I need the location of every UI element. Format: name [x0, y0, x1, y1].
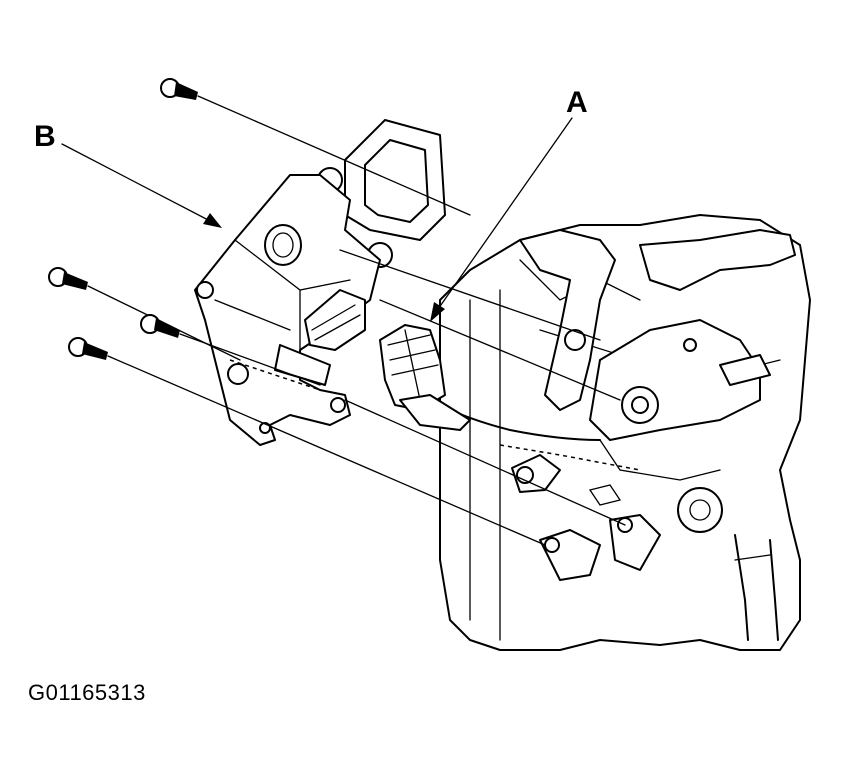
- callout-b: B: [34, 120, 222, 228]
- figure-code: G01165313: [28, 680, 146, 705]
- label-b: B: [34, 120, 56, 153]
- screw-left-3: [68, 337, 546, 546]
- seal-gasket: [317, 119, 446, 268]
- alignment-line-lower: [344, 399, 626, 526]
- vehicle-structure: [439, 214, 811, 651]
- electrical-connector: [379, 324, 471, 431]
- screw-top: [160, 78, 471, 216]
- actuator-module: [194, 174, 381, 446]
- alignment-line-mid: [379, 299, 621, 401]
- screw-left-2: [140, 314, 321, 386]
- callout-a: A: [430, 86, 588, 322]
- label-a: A: [566, 86, 588, 119]
- alignment-line-upper: [339, 249, 601, 341]
- screws: [48, 78, 626, 546]
